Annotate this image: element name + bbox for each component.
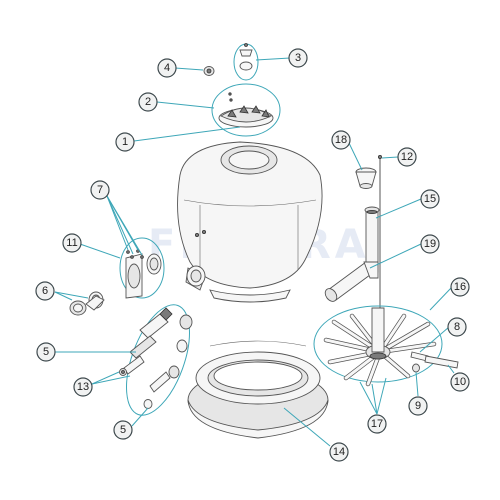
callout-4: 4 — [157, 58, 177, 78]
leader-17c — [376, 377, 387, 415]
leader-17b — [371, 383, 378, 415]
callout-label-1: 1 — [122, 136, 128, 148]
callout-label-6: 6 — [42, 285, 48, 297]
leader-13a — [91, 371, 120, 385]
callout-14: 14 — [329, 442, 349, 462]
leader-lines — [54, 57, 455, 447]
callout-10: 10 — [450, 372, 470, 392]
callout-8: 8 — [447, 317, 467, 337]
leader-7d — [106, 195, 143, 256]
leader-14 — [283, 407, 331, 447]
part-4-nut — [203, 66, 215, 76]
part-19-elbow-pipe — [324, 261, 379, 302]
leader-4 — [174, 67, 204, 71]
part-10-lateral — [424, 355, 459, 369]
callout-label-16: 16 — [454, 281, 466, 293]
part-16-lateral-assembly — [313, 305, 443, 387]
callout-label-13: 13 — [77, 381, 89, 393]
leader-11 — [79, 243, 121, 259]
part-13-drain-plug — [119, 368, 127, 376]
leader-2 — [156, 101, 215, 109]
part-1-filter-tank — [177, 141, 323, 303]
callout-1: 1 — [115, 132, 135, 152]
callout-label-12: 12 — [401, 151, 413, 163]
leader-18 — [348, 142, 363, 171]
callout-label-10: 10 — [454, 376, 466, 388]
leader-16 — [429, 286, 453, 311]
part-2-top-valve — [211, 83, 281, 137]
callout-16: 16 — [450, 277, 470, 297]
part-6-union-fittings — [69, 291, 105, 316]
callout-3: 3 — [288, 48, 308, 68]
part-5-drain-assembly — [123, 304, 193, 416]
leader-5b — [131, 407, 149, 427]
part-3-vent-cap — [233, 43, 259, 81]
callout-5-lower: 5 — [113, 420, 133, 440]
callout-17: 17 — [367, 414, 387, 434]
part-7-screws — [126, 249, 162, 275]
callout-label-19: 19 — [424, 238, 436, 250]
leader-17a — [359, 381, 378, 415]
callout-label-9: 9 — [415, 400, 421, 412]
part-9-lateral-nut — [412, 363, 420, 373]
callout-label-15: 15 — [424, 193, 436, 205]
part-15-collector-pipe — [364, 206, 380, 273]
callout-13: 13 — [73, 377, 93, 397]
callout-label-8: 8 — [454, 321, 460, 333]
leader-13b — [91, 375, 131, 385]
leader-7b — [106, 195, 134, 255]
callout-6: 6 — [35, 281, 55, 301]
callout-label-5-upper: 5 — [43, 346, 49, 358]
leader-6a — [54, 291, 73, 301]
callout-15: 15 — [420, 189, 440, 209]
callout-label-14: 14 — [333, 446, 345, 458]
callout-2: 2 — [138, 92, 158, 112]
callout-5-upper: 5 — [36, 342, 56, 362]
part-18-cap — [355, 167, 377, 189]
callout-label-7: 7 — [97, 184, 103, 196]
callout-9: 9 — [408, 396, 428, 416]
callout-label-4: 4 — [164, 62, 170, 74]
leader-3 — [255, 57, 291, 61]
leader-9 — [415, 371, 419, 397]
part-11-side-flange — [119, 237, 165, 299]
callout-label-17: 17 — [371, 418, 383, 430]
leader-19 — [369, 243, 422, 269]
callout-label-3: 3 — [295, 52, 301, 64]
callout-label-18: 18 — [335, 134, 347, 146]
leader-8 — [419, 326, 450, 353]
callout-11: 11 — [62, 233, 82, 253]
leader-10 — [447, 364, 455, 374]
leader-1 — [133, 126, 241, 142]
callout-label-11: 11 — [66, 237, 77, 249]
leader-6b — [54, 291, 89, 299]
callout-18: 18 — [331, 130, 351, 150]
part-14-base-stand — [187, 340, 329, 439]
callout-7: 7 — [90, 180, 110, 200]
callout-label-5-lower: 5 — [120, 424, 126, 436]
leader-15 — [375, 198, 422, 219]
callout-label-2: 2 — [145, 96, 151, 108]
callout-19: 19 — [420, 234, 440, 254]
part-12-rod — [377, 154, 382, 328]
leader-12 — [381, 156, 399, 159]
callout-12: 12 — [397, 147, 417, 167]
